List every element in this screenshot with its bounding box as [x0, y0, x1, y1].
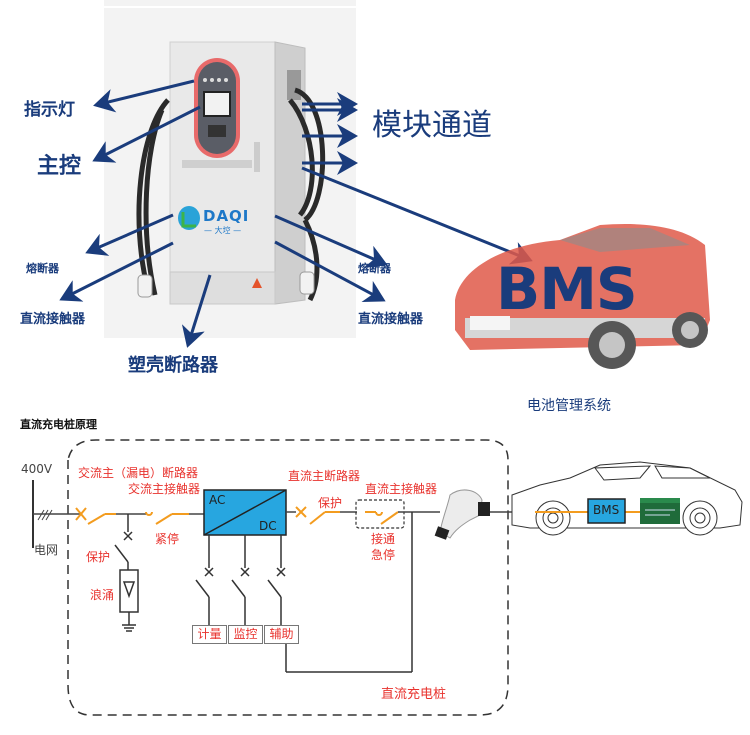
label-module-channel: 模块通道: [372, 108, 492, 143]
dc-main-breaker-symbol: [295, 506, 340, 525]
aux-box-monitoring: 监控: [228, 625, 263, 644]
charger-cabinet: [169, 41, 306, 305]
emergency-stop-label-right: 急停: [371, 548, 396, 562]
photo-top-strip: [104, 0, 356, 6]
surge-branch: [114, 514, 139, 632]
charging-cable-left: [136, 98, 170, 296]
three-phase-mark: [37, 509, 53, 521]
callout-arrows: [59, 79, 533, 348]
brand-logo-text: DAQI: [203, 207, 250, 225]
battery-icon: [640, 498, 680, 524]
connect-label: 接通: [371, 532, 396, 546]
dc-breaker-label: 直流主断路器: [288, 469, 361, 483]
dc-contactor-symbol: [365, 511, 399, 525]
car-outline: [511, 461, 743, 536]
converter-dc-label: DC: [259, 519, 277, 533]
ac-dc-converter: [203, 489, 287, 536]
car-bms-label: BMS: [593, 503, 620, 517]
label-dc-contactor-right: 直流接触器: [358, 312, 424, 327]
converter-ac-label: AC: [209, 493, 226, 507]
diagram-title: 直流充电桩原理: [20, 418, 97, 431]
label-main-control: 主控: [37, 154, 82, 179]
label-fuse-left: 熔断器: [26, 262, 59, 275]
label-mccb: 塑壳断路器: [128, 355, 218, 376]
ac-contactor-label: 交流主接触器: [128, 482, 201, 496]
protection-label-left: 保护: [86, 550, 111, 564]
grid-label: 电网: [34, 543, 59, 557]
dc-charger-label: 直流充电桩: [381, 687, 447, 702]
label-dc-contactor-left: 直流接触器: [20, 312, 86, 327]
brand-logo-subtext: — 大埪 —: [204, 226, 242, 235]
emergency-stop-label: 紧停: [155, 532, 180, 546]
plug-right-icon: [299, 271, 315, 295]
protection-label-right: 保护: [318, 496, 343, 510]
bms-caption: 电池管理系统: [527, 398, 611, 414]
plug-left-icon: [137, 274, 153, 298]
brand-logo: [178, 206, 200, 230]
ac-breaker-label: 交流主（漏电）断路器: [78, 466, 199, 480]
grid-voltage-label: 400V: [21, 462, 53, 476]
charging-gun-icon: [434, 489, 490, 540]
bms-title: BMS: [496, 255, 638, 323]
aux-box-auxiliary: 辅助: [264, 625, 299, 644]
dc-contactor-box: [355, 499, 405, 529]
ac-contactor-symbol: [145, 511, 189, 525]
ac-main-breaker-symbol: [75, 507, 116, 525]
aux-branches: [195, 535, 286, 625]
surge-label: 浪涌: [90, 588, 115, 602]
aux-box-metering: 计量: [192, 625, 227, 644]
label-fuse-right: 熔断器: [358, 262, 391, 275]
label-indicator-light: 指示灯: [24, 100, 75, 120]
car-bms-box: [587, 498, 626, 524]
dc-contactor-label: 直流主接触器: [365, 482, 438, 496]
car-photo: [455, 224, 710, 369]
